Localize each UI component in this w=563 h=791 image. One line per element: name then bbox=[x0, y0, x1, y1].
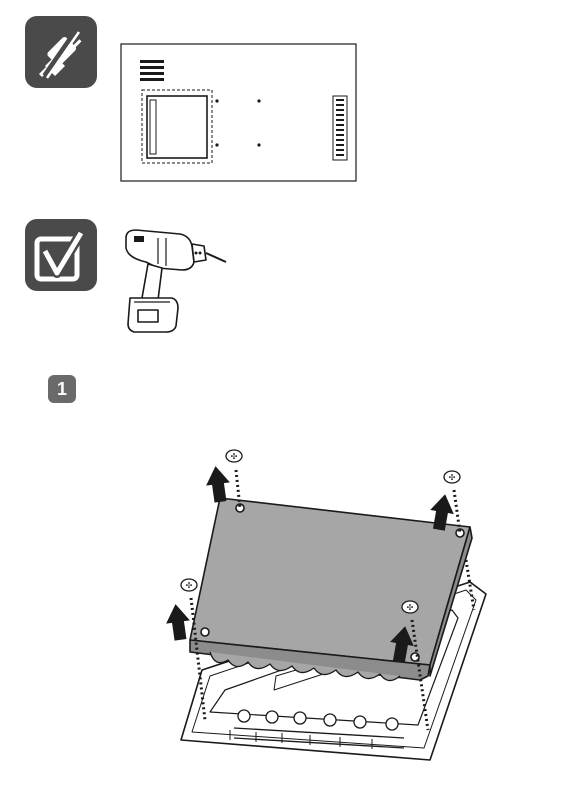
cordless-drill-icon bbox=[125, 229, 227, 333]
board-location-diagram bbox=[120, 43, 357, 182]
screw-bottom-right: ✣ bbox=[401, 600, 430, 731]
unplug-icon bbox=[25, 16, 97, 88]
screw-top-right: ✣ bbox=[443, 470, 462, 534]
connector-row bbox=[233, 709, 405, 749]
screw-right-edge bbox=[464, 559, 476, 611]
checkbox-tick-icon bbox=[25, 219, 97, 291]
connector-strip-right bbox=[332, 95, 348, 161]
checkbox-tick-glyph bbox=[34, 230, 86, 282]
svg-text:✣: ✣ bbox=[231, 452, 238, 461]
svg-text:✣: ✣ bbox=[407, 603, 414, 612]
svg-text:✣: ✣ bbox=[186, 581, 193, 590]
cover-plate bbox=[189, 497, 473, 682]
svg-text:✣: ✣ bbox=[449, 473, 456, 482]
arrow-up-icon bbox=[166, 466, 454, 663]
screw-bottom-left: ✣ bbox=[180, 578, 207, 721]
front-ribs bbox=[229, 730, 373, 749]
unplug-glyph bbox=[39, 28, 82, 79]
screw-top-left: ✣ bbox=[225, 449, 243, 509]
step-number-badge: 1 bbox=[48, 375, 76, 403]
connector-block-top bbox=[140, 60, 164, 81]
